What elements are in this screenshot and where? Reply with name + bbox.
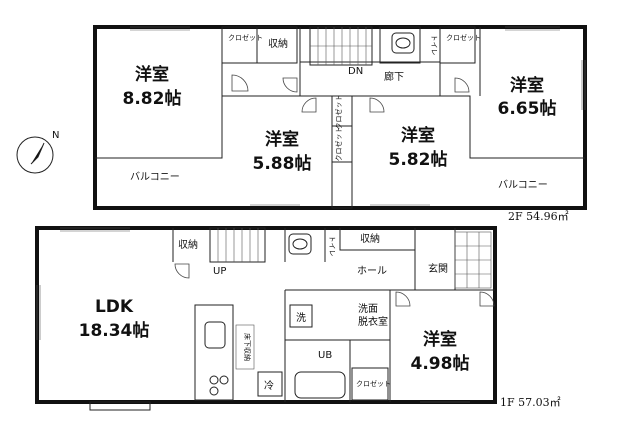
bath-label: UB: [318, 350, 332, 361]
stairs-1f-up-label: UP: [213, 266, 226, 277]
closet-1f-box: [351, 367, 389, 401]
east-bedroom-name: 洋室: [510, 75, 544, 96]
washroom-label-line2: 脱衣室: [358, 315, 388, 328]
west-bedroom-size: 8.82帖: [123, 88, 182, 109]
fridge-label: 冷: [264, 379, 274, 392]
bedroom-1f-size: 4.98帖: [411, 353, 470, 374]
floor-2-plan: [93, 25, 587, 210]
center-left-bedroom-name: 洋室: [265, 129, 299, 150]
center-right-bedroom-name: 洋室: [401, 125, 435, 146]
floor-storage-label: 床下収納: [243, 333, 252, 361]
toilet-fixture-2f: [391, 32, 415, 54]
entrance-tiles: [454, 231, 492, 289]
storage-2f-label: 収納: [268, 37, 288, 50]
compass-north-label: N: [52, 130, 59, 141]
balcony-right-label: バルコニー: [498, 179, 548, 191]
closet-2f-center-b-label: クロゼット: [334, 127, 343, 162]
patio-window-step: [89, 401, 151, 411]
toilet-2f-label: トイレ: [430, 35, 438, 56]
hall-label: ホール: [357, 265, 387, 277]
fridge-box: [257, 371, 283, 397]
bedroom-1f-name: 洋室: [423, 329, 457, 350]
floor-storage-box: [235, 324, 255, 370]
compass: N: [16, 130, 59, 174]
closet-2f-center-a-label: クロゼット: [334, 95, 343, 130]
floor-1-outer-wall: [35, 226, 497, 404]
compass-ring: [16, 136, 54, 174]
corridor-label: 廊下: [384, 70, 404, 83]
storage-stair-label: 収納: [178, 238, 198, 251]
floor-2-area: 2F 54.96㎡: [508, 210, 569, 223]
floor-1-plan: [35, 226, 497, 411]
toilet-1f-label: トイレ: [328, 236, 336, 257]
closet-2f-left-label: クロゼット: [228, 33, 263, 42]
stairs-2f-dn-label: DN: [348, 66, 363, 77]
center-left-bedroom-size: 5.88帖: [253, 153, 312, 174]
closet-2f-right-label: クロゼット: [446, 33, 481, 42]
stairs-1f: [209, 227, 266, 263]
ldk-name: LDK: [95, 297, 134, 317]
east-bedroom-size: 6.65帖: [498, 98, 557, 119]
toilet-fixture-1f: [288, 233, 312, 255]
floor-1-area: 1F 57.03㎡: [500, 396, 561, 409]
closet-1f-label: クロゼット: [356, 379, 391, 388]
entrance-label: 玄関: [428, 262, 448, 275]
compass-needle-icon: [31, 143, 44, 164]
washer-label: 洗: [296, 312, 306, 324]
ldk-size: 18.34帖: [79, 320, 150, 341]
bathtub: [294, 371, 346, 399]
kitchen-counter: [194, 304, 234, 401]
west-bedroom-name: 洋室: [135, 64, 169, 85]
washer-box: [289, 304, 313, 328]
washroom-label-line1: 洗面: [358, 303, 378, 315]
storage-hall-label: 収納: [360, 232, 380, 245]
floor-2-outer-wall: [93, 25, 587, 210]
stairs-2f: [309, 26, 373, 66]
center-right-bedroom-size: 5.82帖: [389, 149, 448, 170]
balcony-left-label: バルコニー: [130, 171, 180, 183]
